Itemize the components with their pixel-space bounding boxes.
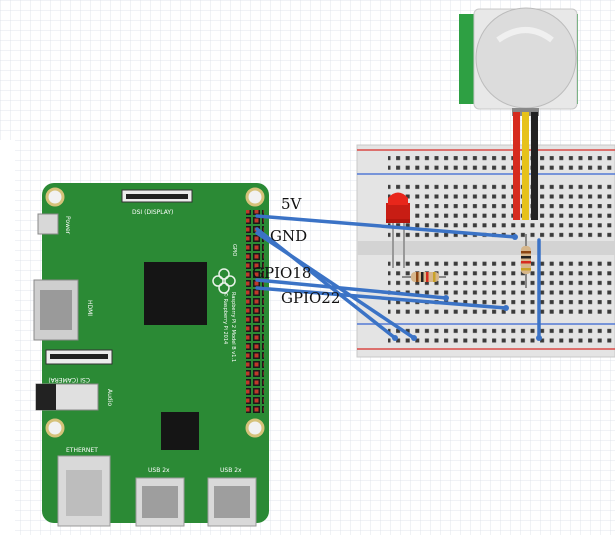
label-5v: 5V [281, 195, 302, 213]
usb2-label: USB 2x [220, 467, 242, 474]
raspberry-pi-board [33, 183, 269, 527]
hdmi-label: HDMI [86, 300, 93, 316]
board-labels: DSI (DISPLAY) Power HDMI CSI (CAMERA) Au… [48, 209, 242, 474]
model-label: Raspberry Pi 2 Model B v1.1 [230, 292, 236, 362]
csi-label: CSI (CAMERA) [48, 376, 90, 383]
dsi-label: DSI (DISPLAY) [132, 209, 173, 216]
label-gpio18: GPIO18 [252, 264, 312, 282]
breadboard [356, 144, 615, 358]
wire-gpio18 [255, 278, 448, 300]
copyright-label: © Raspberry Pi 2014 [222, 292, 229, 344]
gpio-label: GPIO [231, 244, 237, 256]
audio-label: Audio [106, 389, 113, 406]
wire-ends [392, 234, 542, 341]
power-label: Power [64, 216, 71, 235]
resistor-vertical [521, 234, 531, 288]
wire-5v [255, 214, 517, 239]
label-gnd: GND [270, 227, 308, 245]
ethernet-label: ETHERNET [66, 447, 98, 454]
resistor-horizontal [402, 272, 446, 282]
gpio-header [246, 210, 264, 415]
usb1-label: USB 2x [148, 467, 170, 474]
pir-sensor [459, 7, 578, 116]
label-gpio22: GPIO22 [281, 289, 341, 307]
wire-gpio22 [255, 286, 508, 310]
wire-gnd-b [255, 231, 416, 340]
pir-wires [513, 112, 538, 220]
raspberry-logo-icon [212, 268, 236, 294]
jumper-wires [255, 214, 541, 340]
